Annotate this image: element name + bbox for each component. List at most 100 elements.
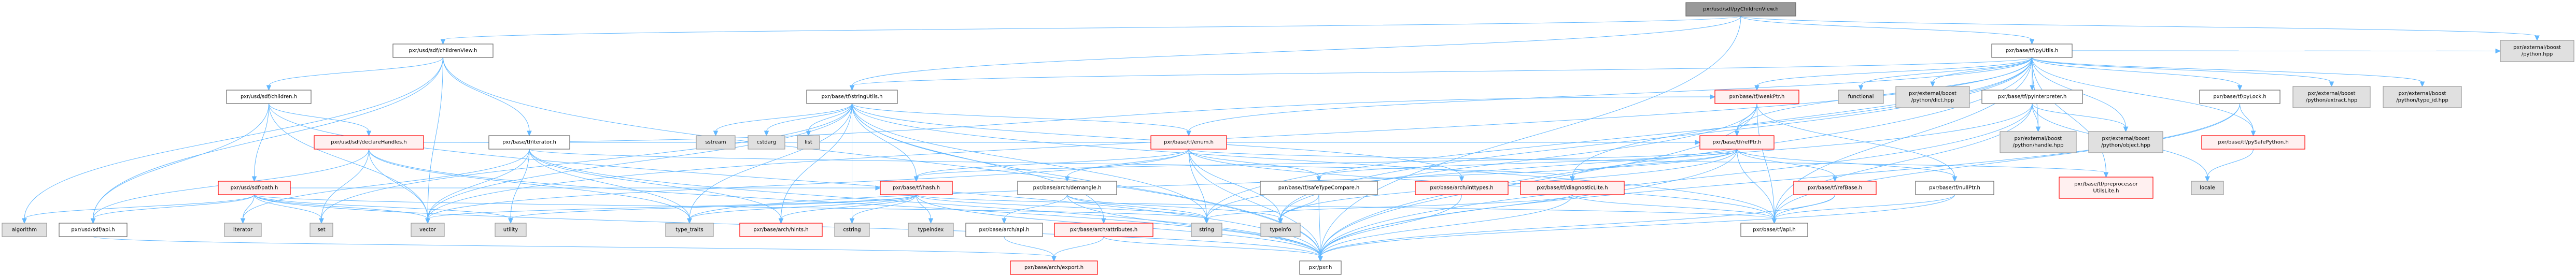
node-pyLock[interactable]: pxr/base/tf/pyLock.h: [2199, 90, 2281, 104]
node-safeTypeCompare[interactable]: pxr/base/tf/safeTypeCompare.h: [1260, 181, 1378, 195]
node-pyUtils[interactable]: pxr/base/tf/pyUtils.h: [1991, 43, 2073, 58]
node-weakPtr[interactable]: pxr/base/tf/weakPtr.h: [1714, 90, 1799, 104]
edge-declareHandles-to-set: [319, 149, 369, 224]
edge-line: [529, 149, 781, 220]
node-inttypes[interactable]: pxr/base/arch/inttypes.h: [1415, 181, 1509, 195]
arrowhead-icon: [1186, 130, 1191, 137]
node-pySafePython[interactable]: pxr/base/tf/pySafePython.h: [2201, 135, 2305, 150]
edge-line: [852, 194, 917, 220]
node-stringUtils[interactable]: pxr/base/tf/stringUtils.h: [806, 90, 898, 104]
edge-line: [1188, 57, 2032, 132]
node-label: pxr/base/arch/export.h: [1024, 265, 1083, 271]
edge-line: [1318, 194, 1321, 257]
node-archHints[interactable]: pxr/base/arch/hints.h: [739, 223, 823, 237]
node-childrenView[interactable]: pxr/usd/sdf/childrenView.h: [392, 43, 494, 58]
arrowhead-icon: [2419, 81, 2425, 88]
node-label: /python/extract.hpp: [2306, 98, 2357, 104]
arrowhead-icon: [1051, 256, 1057, 262]
edge-line: [1188, 149, 1319, 178]
node-path[interactable]: pxr/usd/sdf/path.h: [218, 181, 291, 195]
node-box: [1260, 181, 1378, 195]
edge-line: [1320, 194, 1835, 257]
edge-demangle-to-archApi: [1002, 194, 1067, 224]
edge-line: [1756, 103, 1775, 220]
edge-tfIterator-to-pxr: [529, 149, 1323, 262]
arrowhead-icon: [1459, 176, 1465, 182]
edge-path-to-utility: [254, 194, 513, 224]
edge-refPtr-to-refBase: [1737, 149, 1838, 182]
node-box: [806, 90, 898, 104]
edge-pyInterpreter-to-objectHpp: [2032, 103, 2129, 133]
node-diagnosticLite[interactable]: pxr/base/tf/diagnosticLite.h: [1520, 181, 1625, 195]
edge-refPtr-to-pxr: [1318, 149, 1737, 262]
node-label: UtilsLite.h: [2093, 188, 2119, 194]
node-archApi[interactable]: pxr/base/arch/api.h: [965, 223, 1043, 237]
arrowhead-icon: [508, 218, 513, 224]
edge-line: [1320, 103, 2240, 257]
node-refBase[interactable]: pxr/base/tf/refBase.h: [1793, 181, 1877, 195]
node-label: pxr/usd/sdf/declareHandles.h: [331, 140, 406, 145]
node-box: [1191, 223, 1222, 237]
edge-line: [1740, 16, 2538, 37]
node-label: pxr/pxr.h: [1309, 265, 1332, 271]
edge-pyInterpreter-to-string: [1204, 103, 2033, 224]
node-label: pxr/usd/sdf/childrenView.h: [409, 48, 477, 54]
node-box: [2191, 181, 2224, 195]
arrowhead-icon: [1316, 176, 1321, 182]
node-pyInterpreter[interactable]: pxr/base/tf/pyInterpreter.h: [1981, 90, 2083, 104]
arrowhead-icon: [2103, 172, 2109, 178]
arrowhead-icon: [366, 130, 372, 137]
edge-pyLock-to-pySafePython: [2240, 103, 2256, 137]
edge-hash-to-cstring: [849, 194, 917, 224]
node-children[interactable]: pxr/usd/sdf/children.h: [226, 90, 312, 104]
node-nullPtr[interactable]: pxr/base/tf/nullPtr.h: [1915, 181, 1994, 195]
node-hash[interactable]: pxr/base/tf/hash.h: [880, 181, 953, 195]
edge-children-to-sdfApi: [90, 103, 269, 224]
edge-pyUtils-to-extractHpp: [2032, 57, 2334, 88]
arrowhead-icon: [251, 176, 257, 182]
node-label: pxr/base/tf/hash.h: [893, 185, 940, 191]
edge-pyUtils-to-functional: [1858, 57, 2032, 91]
node-box: [2088, 131, 2163, 153]
node-tfApi[interactable]: pxr/base/tf/api.h: [1740, 223, 1808, 237]
edge-line: [916, 194, 1207, 220]
edge-line: [1004, 236, 1054, 257]
node-label: pxr/base/arch/inttypes.h: [1430, 185, 1493, 191]
node-label: pxr/external/boost: [2102, 136, 2150, 142]
node-demangle[interactable]: pxr/base/arch/demangle.h: [1017, 181, 1117, 195]
node-typeIdHpp: pxr/external/boost/python/type_id.hpp: [2383, 86, 2462, 108]
node-label: pxr/base/tf/iterator.h: [502, 140, 556, 145]
edge-tfIterator-to-typeTraits: [529, 149, 692, 224]
node-label: pxr/base/arch/hints.h: [753, 227, 808, 233]
edge-line: [1774, 103, 2033, 220]
node-refPtr[interactable]: pxr/base/tf/refPtr.h: [1699, 135, 1775, 150]
node-export[interactable]: pxr/base/arch/export.h: [1010, 260, 1098, 275]
arrowhead-icon: [849, 85, 855, 91]
arrowhead-icon: [2205, 176, 2210, 182]
node-declareHandles[interactable]: pxr/usd/sdf/declareHandles.h: [314, 135, 424, 150]
edge-line: [1067, 149, 1189, 178]
edge-path-to-sdfApi: [90, 194, 255, 224]
node-label: pxr/usd/sdf/path.h: [231, 185, 278, 191]
arrowhead-icon: [22, 218, 27, 224]
node-sdfApi[interactable]: pxr/usd/sdf/api.h: [59, 223, 128, 237]
node-root[interactable]: pxr/usd/sdf/pyChildrenView.h: [1685, 2, 1796, 17]
edge-refBase-to-tfApi: [1771, 194, 1835, 224]
node-label: iterator: [233, 227, 253, 233]
edge-line: [443, 16, 1741, 40]
edge-line: [1740, 16, 2032, 40]
edge-childrenView-to-tfIterator: [443, 57, 532, 137]
node-label: sstream: [705, 140, 726, 145]
arrowhead-icon: [1771, 218, 1777, 224]
node-pxr[interactable]: pxr/pxr.h: [1299, 260, 1342, 275]
node-tfIterator[interactable]: pxr/base/tf/iterator.h: [488, 135, 570, 150]
arrowhead-icon: [1064, 176, 1070, 182]
edge-line: [427, 57, 443, 220]
node-enum[interactable]: pxr/base/tf/enum.h: [1150, 135, 1227, 150]
node-attributes[interactable]: pxr/base/arch/attributes.h: [1054, 223, 1153, 237]
edge-diagnosticLite-to-string: [1204, 194, 1573, 224]
edge-line: [1756, 57, 2032, 86]
node-vector: vector: [411, 223, 445, 237]
edge-line: [1103, 236, 1321, 257]
